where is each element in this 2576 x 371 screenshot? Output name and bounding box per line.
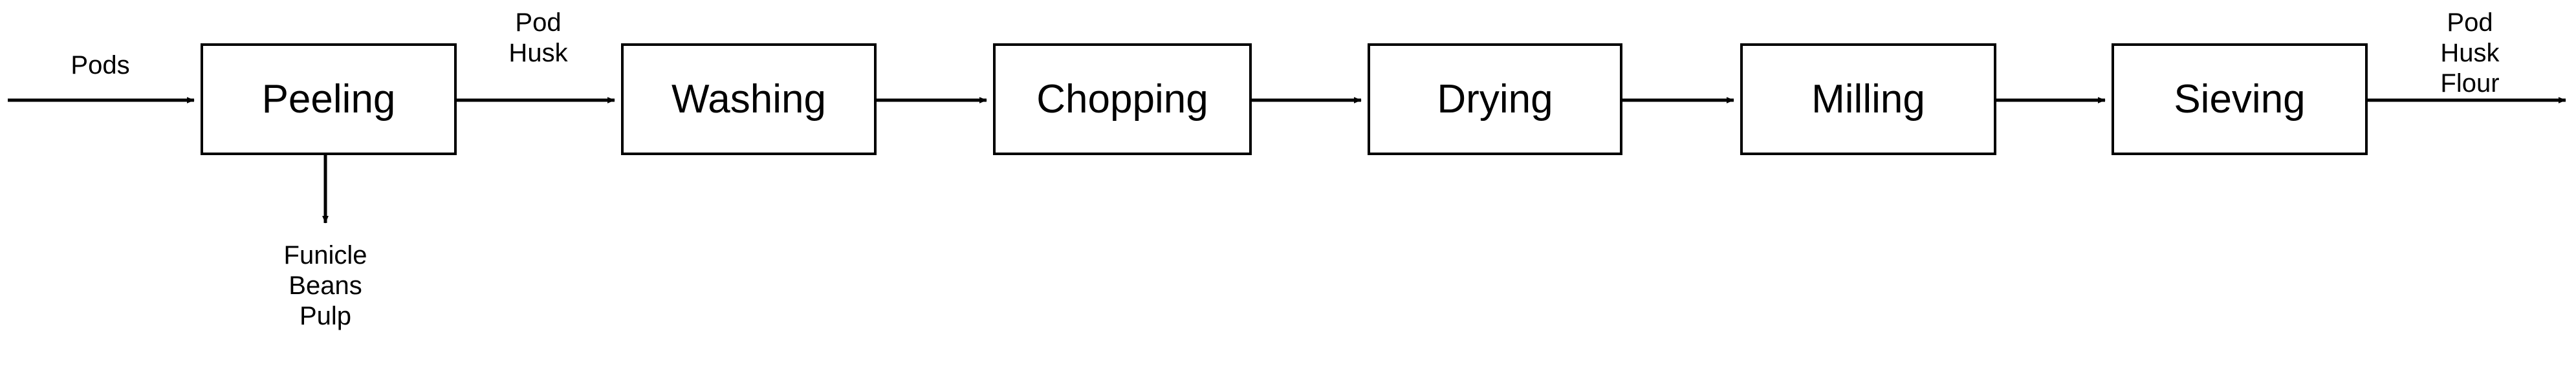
edge-label-pod-husk: Pod Husk (508, 8, 568, 68)
process-node-washing[interactable]: Washing (621, 43, 877, 155)
byproduct-stream-label: Funicle Beans Pulp (283, 241, 367, 331)
process-node-label: Washing (671, 76, 826, 122)
process-node-milling[interactable]: Milling (1740, 43, 1996, 155)
process-node-label: Sieving (2174, 76, 2306, 122)
process-node-label: Chopping (1036, 76, 1208, 122)
process-node-label: Drying (1437, 76, 1553, 122)
output-stream-label: Pod Husk Flour (2440, 8, 2500, 98)
input-stream-label: Pods (71, 51, 130, 80)
process-node-sieving[interactable]: Sieving (2112, 43, 2368, 155)
process-node-label: Peeling (261, 76, 396, 122)
process-node-label: Milling (1811, 76, 1925, 122)
process-node-drying[interactable]: Drying (1368, 43, 1622, 155)
process-node-chopping[interactable]: Chopping (993, 43, 1252, 155)
process-node-peeling[interactable]: Peeling (201, 43, 457, 155)
